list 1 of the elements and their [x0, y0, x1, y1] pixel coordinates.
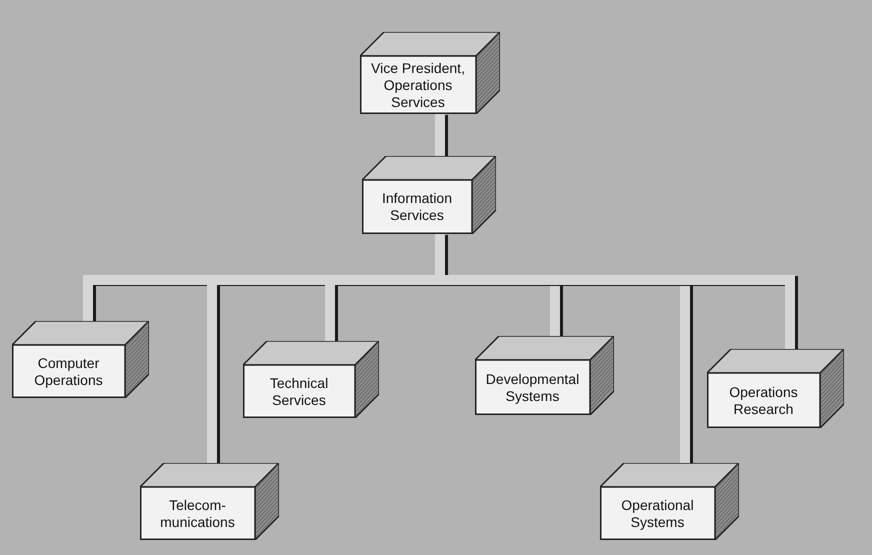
connector-pipe: [435, 114, 445, 156]
